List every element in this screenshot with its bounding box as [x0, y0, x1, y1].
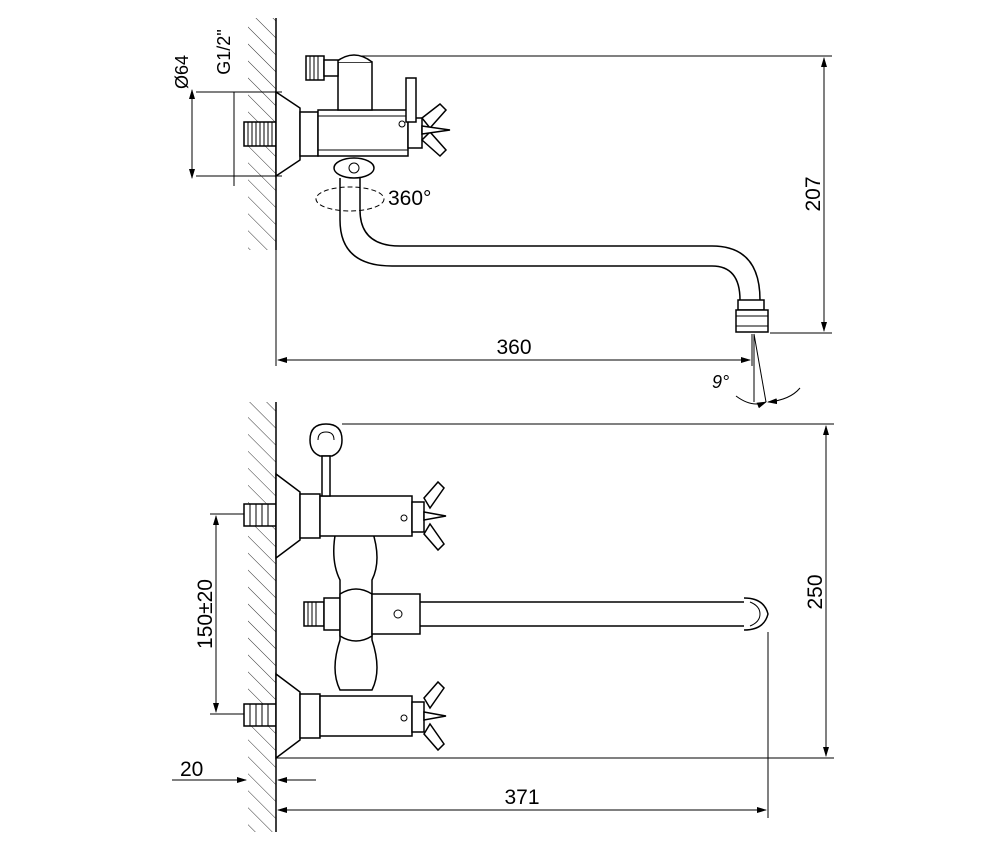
dim-offset: 20	[172, 758, 316, 790]
top-view: Ø64 G1/2"	[172, 18, 832, 409]
dim-height-front-label: 250	[804, 574, 827, 609]
dim-angle: 9°	[712, 333, 801, 409]
faucet-body-top	[305, 54, 423, 179]
dim-reach-top: 360	[275, 250, 753, 366]
diverter-center	[303, 588, 421, 642]
cross-handle-top	[405, 77, 451, 158]
shower-holder	[309, 423, 343, 497]
dim-diameter: Ø64	[172, 55, 282, 179]
dim-height-front: 250	[276, 423, 834, 759]
wall-front	[248, 402, 277, 832]
dim-offset-label: 20	[180, 758, 203, 781]
cross-handle-upper	[423, 480, 447, 552]
dim-thread: G1/2"	[214, 29, 235, 186]
dim-angle-label: 9°	[712, 372, 729, 392]
cross-handle-lower	[423, 680, 447, 752]
dim-reach-front-label: 371	[504, 786, 539, 809]
spout-front	[420, 597, 769, 631]
dim-center-distance: 150±20	[194, 513, 244, 715]
dim-reach-top-label: 360	[496, 336, 531, 359]
rotation-indicator: 360°	[315, 186, 431, 212]
spout-top	[339, 178, 769, 333]
rotation-label: 360°	[388, 187, 431, 210]
dim-center-distance-label: 150±20	[194, 579, 217, 649]
upper-inlet	[243, 472, 321, 560]
dim-thread-label: G1/2"	[214, 29, 234, 74]
wall-flange	[243, 90, 319, 178]
lower-inlet	[243, 672, 321, 760]
dim-diameter-label: Ø64	[172, 55, 192, 89]
dim-reach-front: 371	[277, 632, 769, 818]
dim-height-top-label: 207	[802, 176, 825, 211]
dim-height-top: 207	[360, 55, 832, 334]
front-view: 150±20 250 20 371	[172, 402, 834, 832]
